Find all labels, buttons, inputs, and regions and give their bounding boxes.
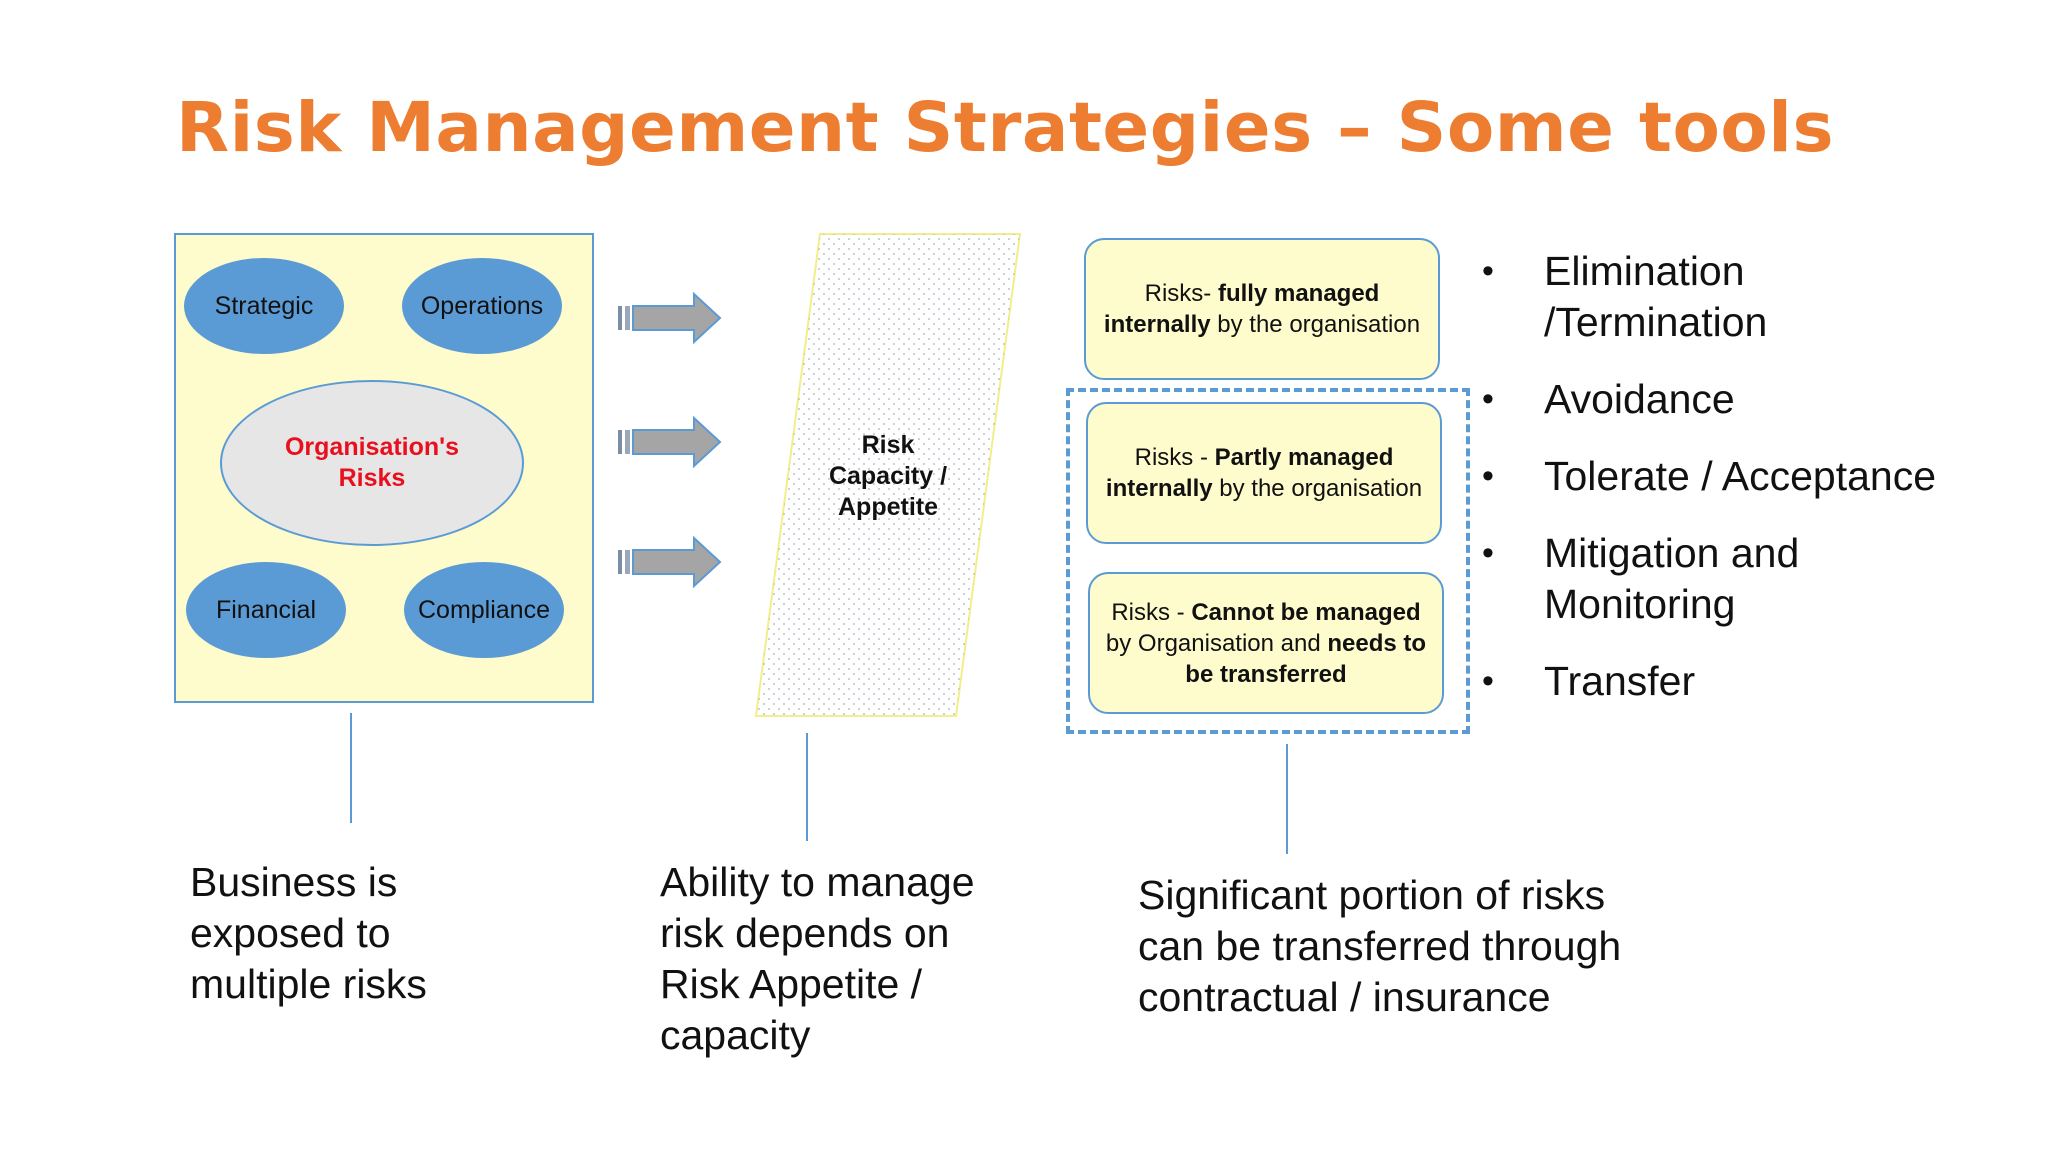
connector-line	[806, 733, 808, 841]
strategic-risk-ellipse: Strategic	[184, 258, 344, 354]
list-item: •Mitigation and Monitoring	[1482, 530, 1800, 627]
connector-line	[350, 713, 352, 823]
compliance-label: Compliance	[417, 595, 550, 624]
list-item: •Elimination /Termination	[1482, 248, 1768, 345]
transferable-risks-group	[1066, 388, 1470, 734]
strategic-label: Strategic	[214, 291, 314, 320]
bullet-icon: •	[1482, 457, 1494, 495]
organisation-risks-label: Organisation's Risks	[284, 433, 460, 492]
connector-line	[1286, 744, 1288, 854]
bullet-icon: •	[1482, 662, 1494, 700]
operations-label: Operations	[420, 291, 544, 320]
fully-managed-box: Risks- fully managed internally by the o…	[1084, 238, 1440, 380]
organisation-risks-oval: Organisation's Risks	[220, 380, 524, 546]
fully-managed-text: Risks- fully managed internally by the o…	[1103, 280, 1421, 338]
bullet-icon: •	[1482, 380, 1494, 418]
financial-risk-ellipse: Financial	[186, 562, 346, 658]
partly-managed-text: Risks - Partly managed internally by the…	[1105, 444, 1423, 502]
caption-business-exposed: Business is exposed to multiple risks	[190, 859, 427, 1007]
bullet-icon: •	[1482, 534, 1494, 572]
caption-significant-portion: Significant portion of risks can be tran…	[1138, 872, 1622, 1020]
arrow-right-icon	[618, 416, 722, 468]
list-item: •Avoidance	[1476, 374, 2036, 425]
bullet-icon: •	[1482, 252, 1494, 290]
strategy-list: •Elimination /Termination •Avoidance •To…	[1476, 246, 2036, 733]
risk-capacity-parallelogram	[754, 233, 1022, 717]
partly-managed-box: Risks - Partly managed internally by the…	[1086, 402, 1442, 544]
cannot-managed-text: Risks - Cannot be managed by Organisatio…	[1105, 598, 1427, 688]
list-item: •Tolerate / Acceptance	[1476, 451, 2036, 502]
arrow-right-icon	[618, 536, 722, 588]
risk-capacity-label: Risk Capacity / Appetite	[828, 431, 948, 521]
list-item: •Transfer	[1476, 656, 2036, 707]
arrow-right-icon	[618, 292, 722, 344]
cannot-managed-box: Risks - Cannot be managed by Organisatio…	[1088, 572, 1444, 714]
financial-label: Financial	[215, 595, 317, 624]
page-title: Risk Management Strategies – Some tools	[176, 88, 1835, 168]
operations-risk-ellipse: Operations	[402, 258, 562, 354]
caption-ability-to-manage: Ability to manage risk depends on Risk A…	[660, 859, 975, 1058]
compliance-risk-ellipse: Compliance	[404, 562, 564, 658]
